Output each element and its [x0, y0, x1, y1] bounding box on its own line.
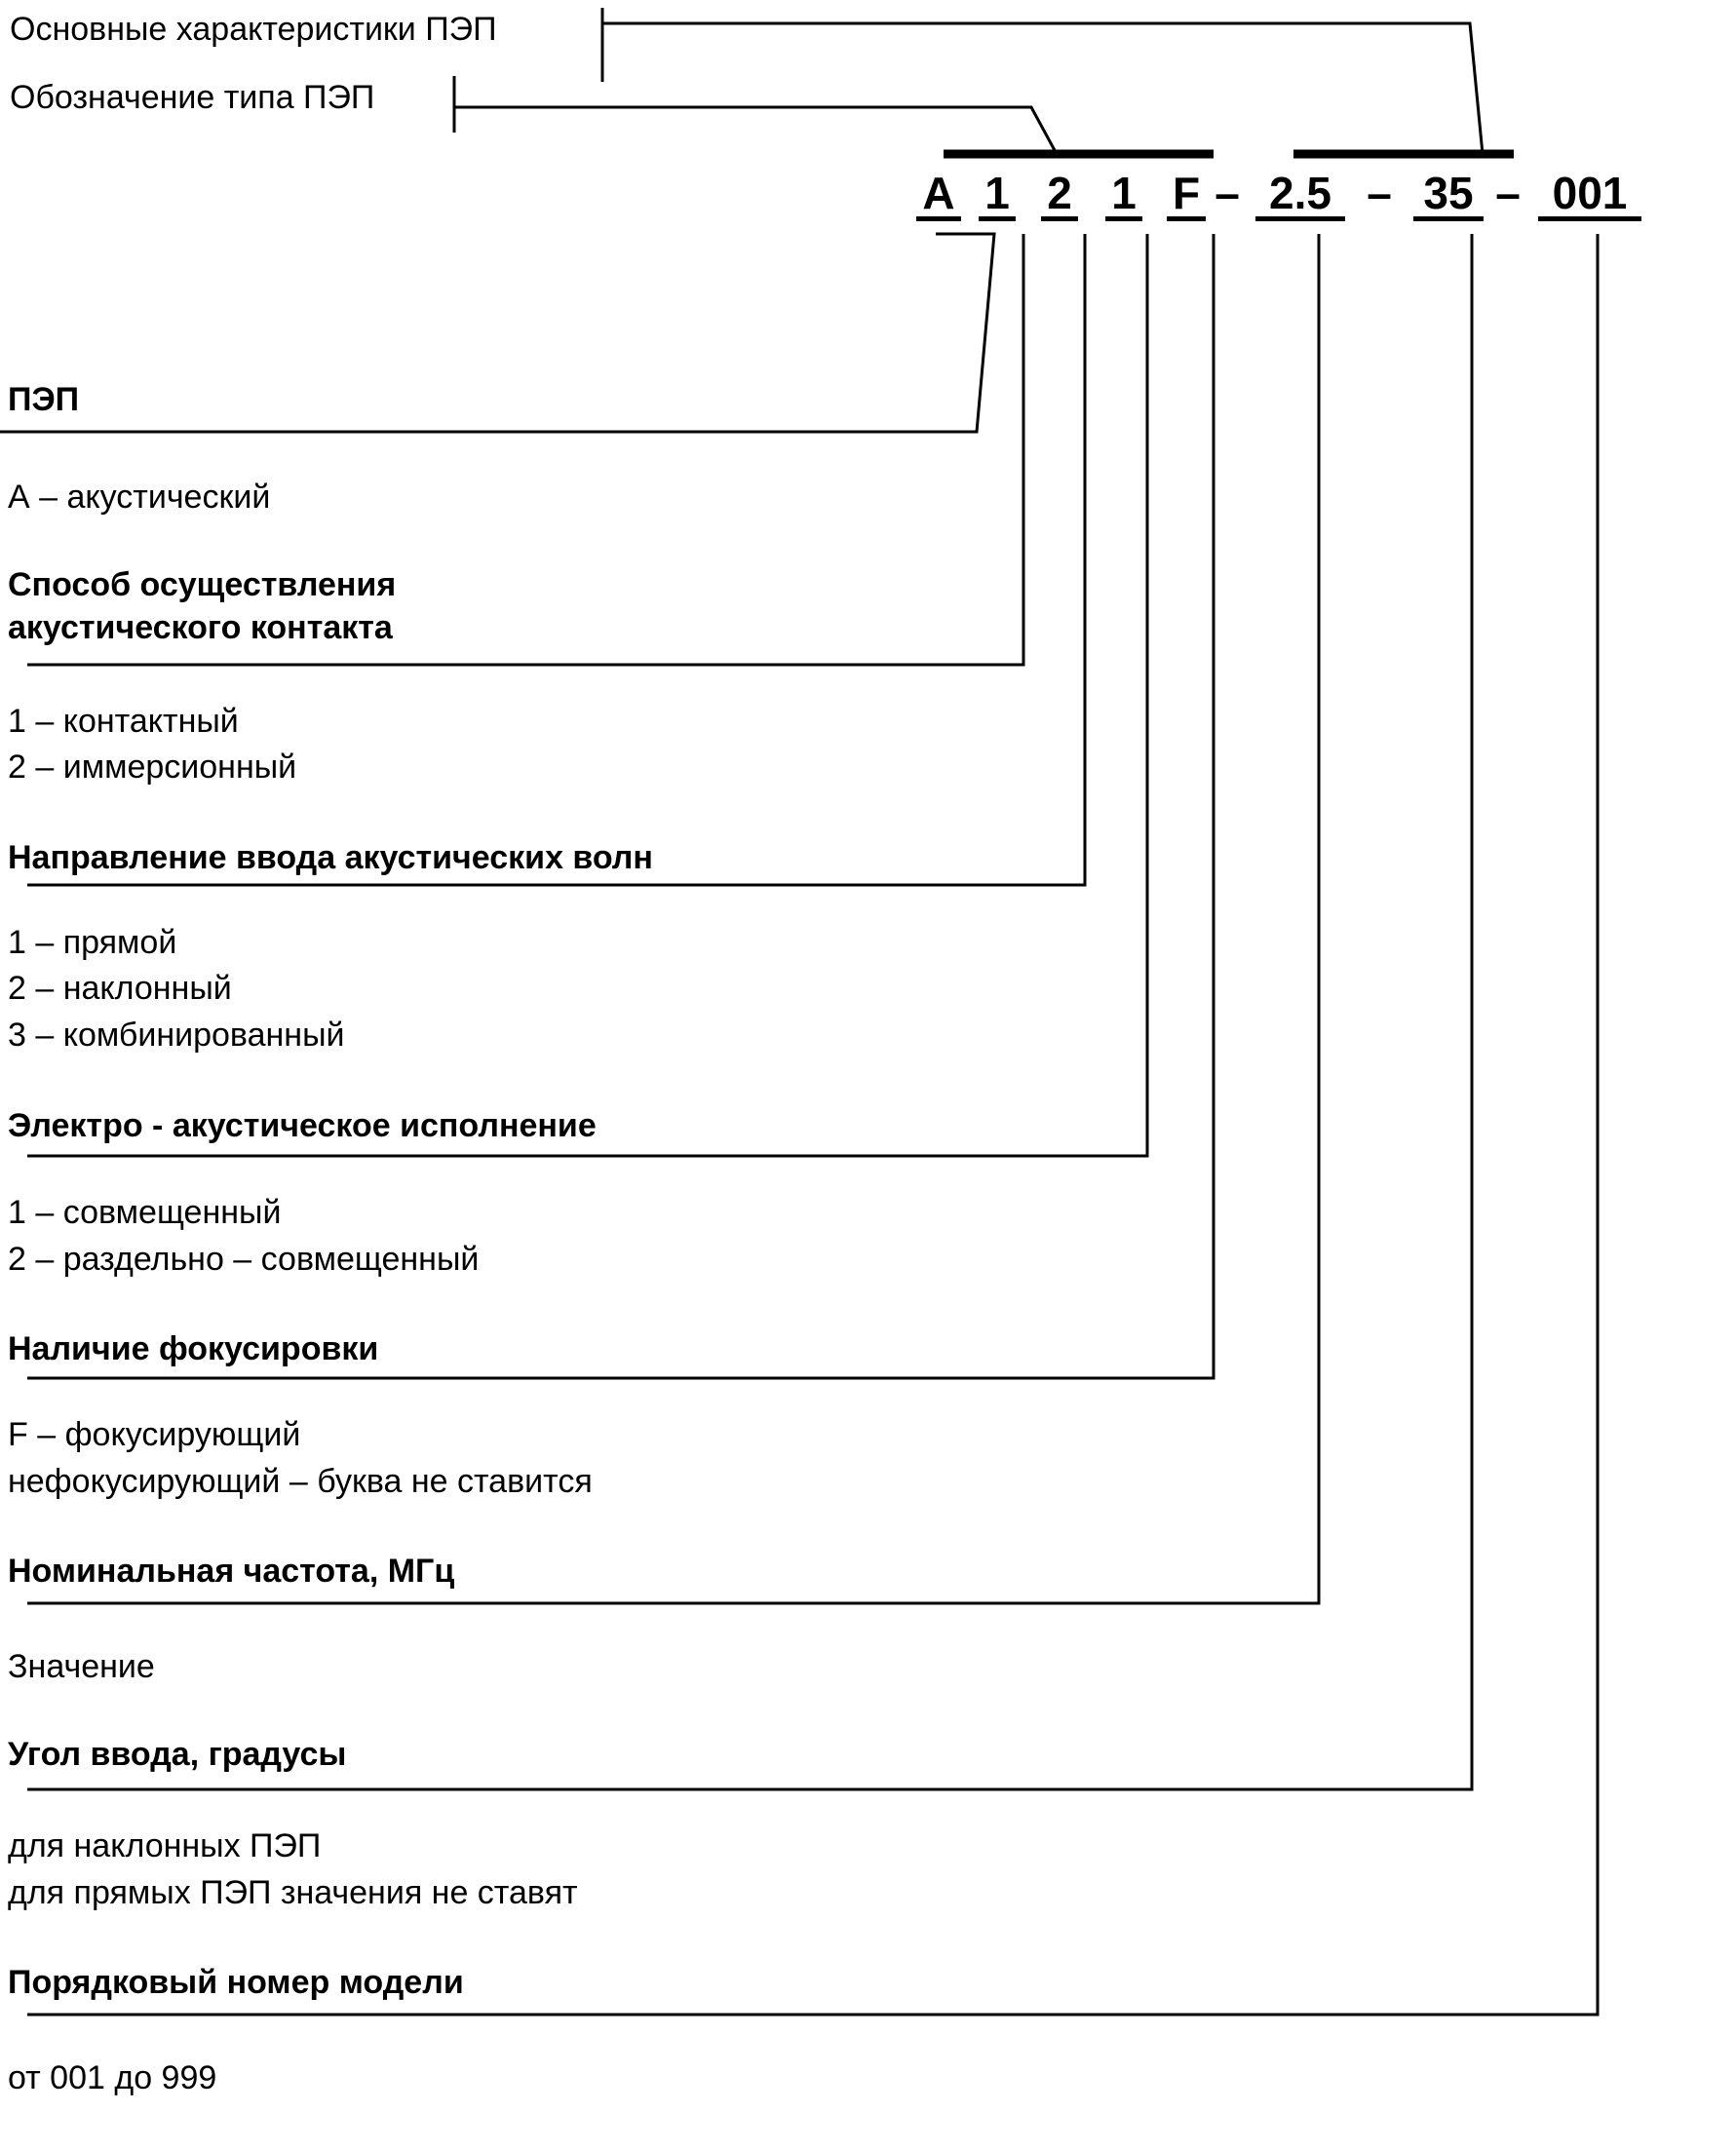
- section-item-wave-direction-2: 3 – комбинированный: [8, 1017, 345, 1054]
- section-item-focusing-0: F – фокусирующий: [8, 1416, 301, 1453]
- section-item-wave-direction-1: 2 – наклонный: [8, 970, 232, 1007]
- title-type-designation: Обозначение типа ПЭП: [10, 79, 375, 116]
- code-separator-3: –: [1495, 168, 1521, 218]
- code-token-model-number[interactable]: 001: [1538, 171, 1641, 221]
- section-item-focusing-1: нефокусирующий – буква не ставится: [8, 1463, 593, 1500]
- section-item-frequency-0: Значение: [8, 1648, 155, 1685]
- title-main-characteristics: Основные характеристики ПЭП: [10, 11, 497, 48]
- leader-path-main-characteristics: [602, 21, 1485, 155]
- section-item-electro-acoustic-1: 2 – раздельно – совмещенный: [8, 1241, 480, 1278]
- section-heading-entry-angle: Угол ввода, градусы: [8, 1736, 347, 1773]
- section-heading-electro-acoustic: Электро - акустическое исполнение: [8, 1107, 597, 1144]
- leader-frequency: [27, 234, 1321, 1605]
- section-heading-wave-direction: Направление ввода акустических волн: [8, 839, 653, 876]
- section-item-electro-acoustic-0: 1 – совмещенный: [8, 1194, 282, 1231]
- code-token-d1[interactable]: 1: [979, 171, 1016, 221]
- section-heading-frequency: Номинальная частота, МГц: [8, 1553, 455, 1590]
- section-item-pep-0: А – акустический: [8, 479, 271, 516]
- code-token-frequency[interactable]: 2.5: [1255, 171, 1345, 221]
- code-token-a[interactable]: А: [916, 171, 961, 221]
- section-item-entry-angle-1: для прямых ПЭП значения не ставят: [8, 1874, 578, 1911]
- section-item-entry-angle-0: для наклонных ПЭП: [8, 1827, 322, 1864]
- section-item-contact-method-0: 1 – контактный: [8, 703, 239, 740]
- section-heading-pep: ПЭП: [8, 381, 80, 418]
- leader-path-type-designation: [454, 105, 1059, 155]
- section-item-contact-method-1: 2 – иммерсионный: [8, 749, 297, 786]
- code-token-angle[interactable]: 35: [1413, 171, 1484, 221]
- section-heading-model-number: Порядковый номер модели: [8, 1964, 464, 2001]
- section-item-wave-direction-0: 1 – прямой: [8, 924, 177, 961]
- section-item-model-number-0: от 001 до 999: [8, 2059, 217, 2096]
- code-token-d2[interactable]: 2: [1041, 171, 1078, 221]
- code-token-f[interactable]: F: [1167, 171, 1206, 221]
- code-separator-2: –: [1367, 168, 1392, 218]
- code-token-d3[interactable]: 1: [1105, 171, 1142, 221]
- leader-pep: [0, 232, 996, 434]
- code-separator-1: –: [1215, 168, 1240, 218]
- section-heading-contact-method: Способ осуществления акустического конта…: [8, 566, 397, 647]
- section-heading-focusing: Наличие фокусировки: [8, 1330, 379, 1367]
